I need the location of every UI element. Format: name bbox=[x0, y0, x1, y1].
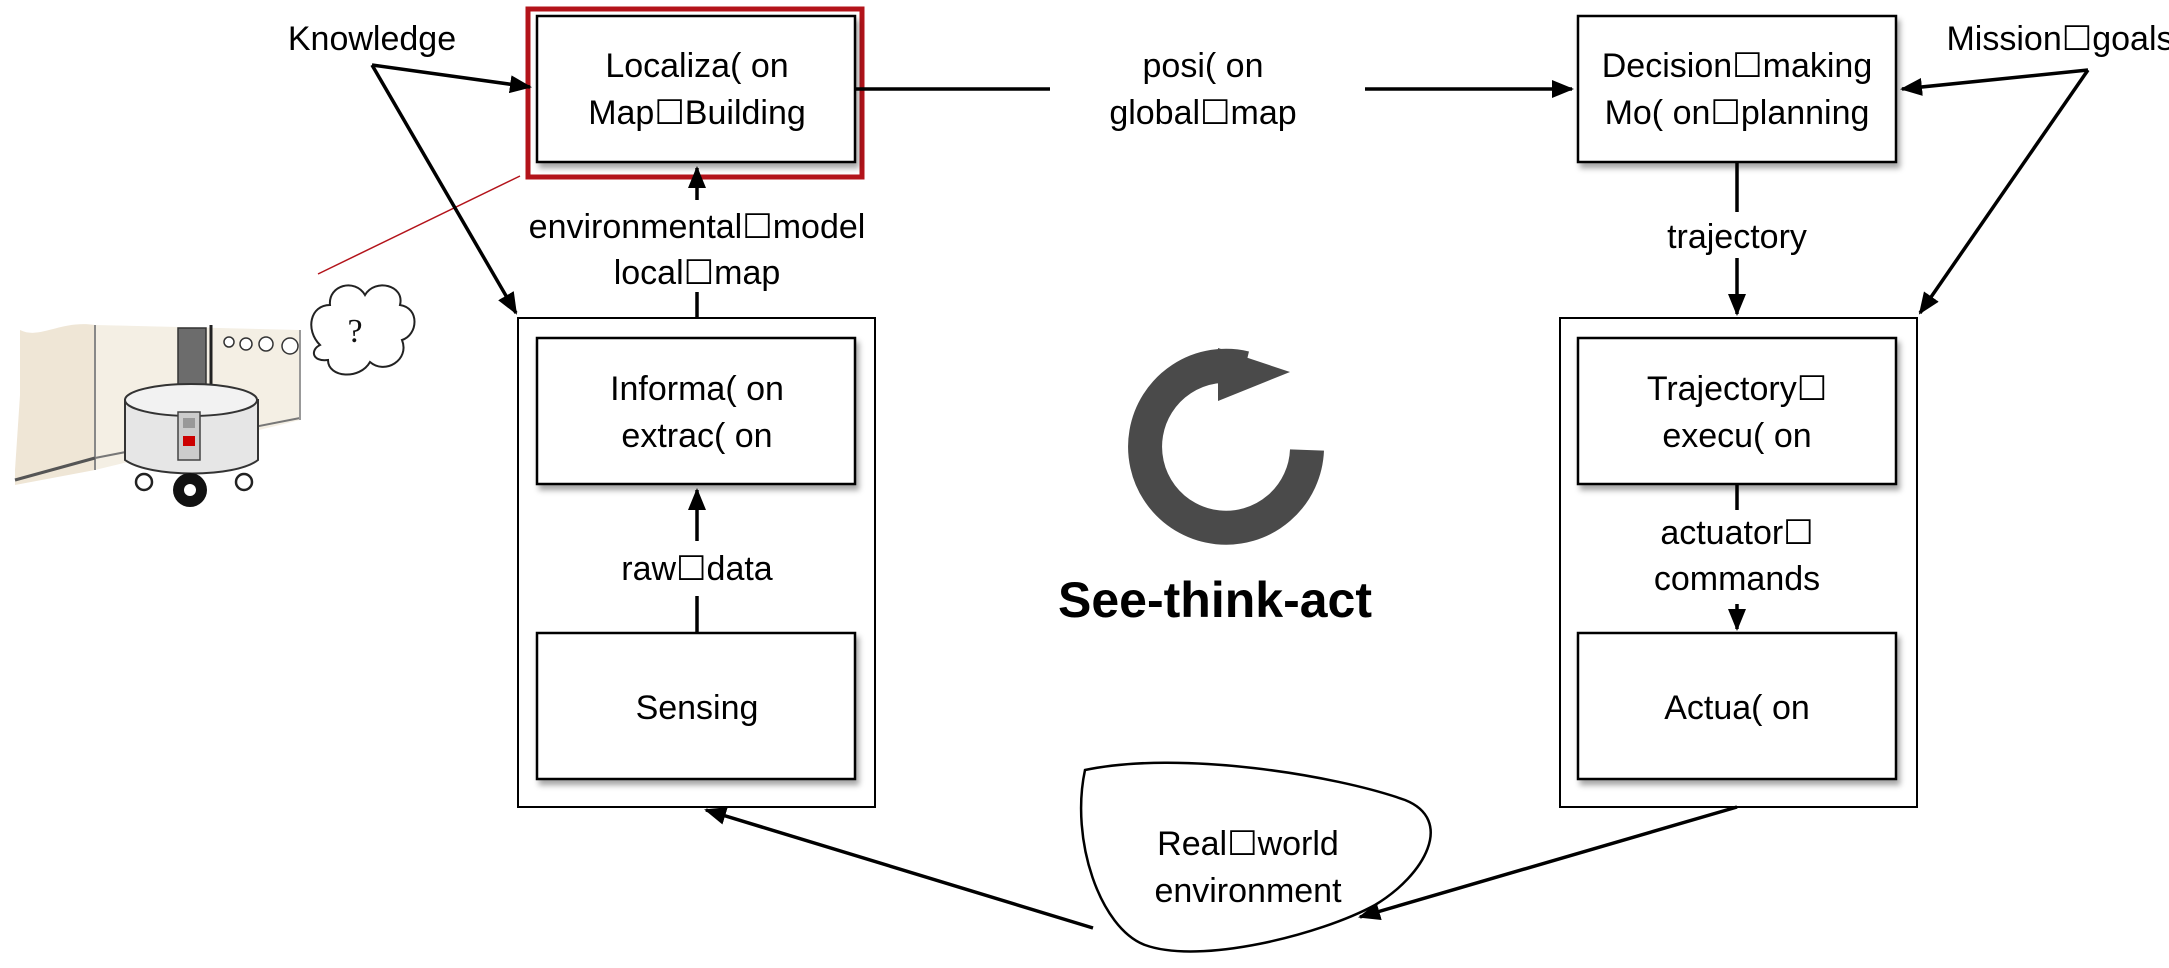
traj-exec-label-line2: execu( on bbox=[1662, 417, 1811, 455]
localization-label-line2: Map☐Building bbox=[588, 94, 806, 132]
mission-goals-label: Mission☐goals bbox=[1946, 20, 2169, 58]
information-extraction-box[interactable] bbox=[535, 336, 857, 486]
actuation-box[interactable] bbox=[1576, 631, 1898, 781]
edge-mission-to-decision bbox=[1900, 68, 2089, 96]
knowledge-label: Knowledge bbox=[288, 20, 456, 58]
sensing-box[interactable] bbox=[535, 631, 857, 781]
edge-knowledge-to-localization bbox=[371, 63, 532, 94]
cycle-arrow-icon bbox=[1128, 348, 1324, 545]
actuator-commands-label-line1: actuator☐ bbox=[1660, 514, 1813, 552]
edge-execution-to-environment bbox=[1358, 805, 1738, 921]
real-world-label-line2: environment bbox=[1154, 872, 1342, 910]
info-extraction-label-line1: Informa( on bbox=[610, 370, 784, 408]
highlight-leader-line bbox=[317, 175, 521, 275]
info-extraction-label-line2: extrac( on bbox=[621, 417, 772, 455]
env-model-label-line1: environmental☐model bbox=[529, 208, 866, 246]
env-model-label-line2: local☐map bbox=[614, 254, 781, 292]
raw-data-label: raw☐data bbox=[621, 550, 773, 588]
trajectory-label: trajectory bbox=[1667, 218, 1807, 256]
position-label-line1: posi( on bbox=[1143, 47, 1264, 85]
actuation-label: Actua( on bbox=[1664, 689, 1810, 727]
position-label-line2: global☐map bbox=[1109, 94, 1296, 132]
see-think-act-title: See-think-act bbox=[1058, 572, 1372, 628]
thought-bubble-text: ? bbox=[347, 313, 362, 350]
decision-label-line2: Mo( on☐planning bbox=[1605, 94, 1870, 132]
robot-illustration bbox=[14, 324, 301, 507]
edge-mission-to-execution bbox=[1918, 69, 2090, 315]
trajectory-execution-box[interactable] bbox=[1576, 336, 1898, 486]
actuator-commands-label-line2: commands bbox=[1654, 560, 1820, 598]
real-world-label-line1: Real☐world bbox=[1157, 825, 1339, 863]
sensing-label: Sensing bbox=[636, 689, 759, 727]
decision-box[interactable] bbox=[1576, 14, 1898, 164]
traj-exec-label-line1: Trajectory☐ bbox=[1647, 370, 1827, 408]
thought-bubble-icon: ? bbox=[310, 284, 416, 376]
edge-knowledge-to-perception bbox=[370, 64, 518, 315]
localization-label-line1: Localiza( on bbox=[605, 47, 788, 85]
decision-label-line1: Decision☐making bbox=[1602, 47, 1872, 85]
localization-box[interactable] bbox=[535, 14, 857, 164]
edge-environment-to-perception bbox=[704, 807, 1094, 930]
